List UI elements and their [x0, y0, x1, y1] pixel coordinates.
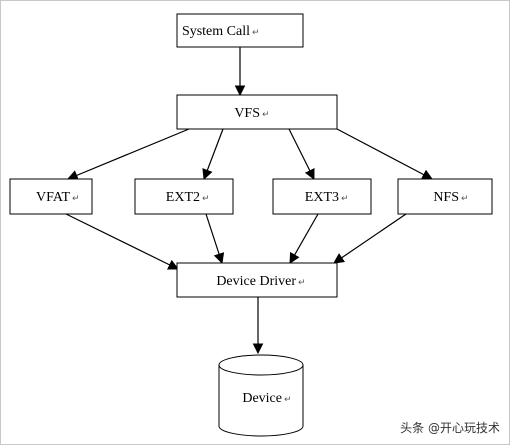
- node-device-driver: Device Driver ↵: [176, 262, 338, 298]
- paragraph-mark-icon: ↵: [284, 395, 292, 405]
- edge-vfs-to-vfat: [67, 128, 190, 181]
- edge-vfs-to-ext3: [288, 128, 315, 180]
- node-device-driver-label: Device Driver: [216, 274, 296, 289]
- node-vfs-label: VFS: [234, 106, 260, 121]
- edge-layer: [65, 47, 433, 355]
- edge-nfs-to-device-driver: [333, 213, 407, 264]
- paragraph-mark-icon: ↵: [341, 194, 349, 204]
- node-vfat: VFAT ↵: [9, 178, 93, 215]
- node-ext2: EXT2 ↵: [134, 178, 234, 215]
- node-system-call: System Call ↵: [176, 13, 304, 48]
- node-vfat-label: VFAT: [36, 190, 70, 205]
- node-device-label: Device: [242, 391, 282, 406]
- node-ext3: EXT3 ↵: [272, 178, 372, 215]
- node-ext3-label: EXT3: [305, 190, 339, 205]
- node-nfs: NFS ↵: [397, 178, 493, 215]
- node-device: Device ↵: [218, 354, 304, 437]
- paragraph-mark-icon: ↵: [202, 194, 210, 204]
- edge-vfat-to-device-driver: [65, 213, 179, 270]
- edge-vfs-to-ext2: [202, 128, 224, 181]
- paragraph-mark-icon: ↵: [262, 110, 270, 120]
- paragraph-mark-icon: ↵: [298, 278, 306, 288]
- edge-ext3-to-device-driver: [289, 213, 319, 264]
- edge-ext2-to-device-driver: [205, 213, 225, 265]
- node-ext2-label: EXT2: [166, 190, 200, 205]
- node-nfs-label: NFS: [433, 190, 459, 205]
- paragraph-mark-icon: ↵: [252, 28, 260, 38]
- watermark: 头条 @开心玩技术: [400, 421, 500, 435]
- paragraph-mark-icon: ↵: [72, 194, 80, 204]
- edge-vfs-to-nfs: [336, 128, 433, 180]
- node-system-call-label: System Call: [182, 24, 250, 39]
- paragraph-mark-icon: ↵: [461, 194, 469, 204]
- node-vfs: VFS ↵: [176, 94, 338, 130]
